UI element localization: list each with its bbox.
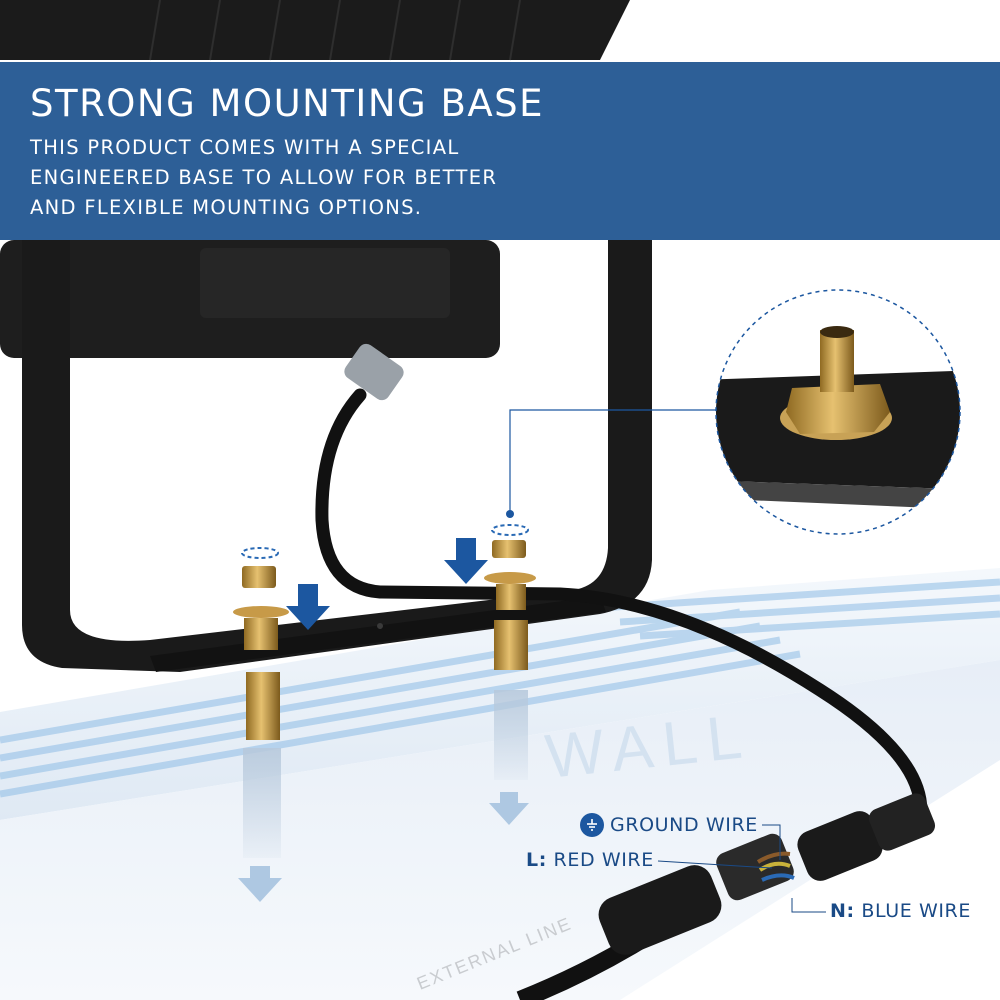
ground-icon [580,813,604,837]
arrow-down-icon [444,538,488,584]
ground-wire-text: GROUND WIRE [610,814,758,836]
title-banner [0,62,1000,240]
wall-anchors [238,690,529,902]
arrow-down-icon [489,792,529,825]
bolt-zoom-callout [506,289,961,535]
description-line: THIS PRODUCT COMES WITH A SPECIAL [30,136,460,159]
banner-description: THIS PRODUCT COMES WITH A SPECIAL ENGINE… [30,133,590,223]
arrow-down-icon [286,584,330,630]
red-wire-key: L: [526,849,547,871]
left-bolt-assembly [233,547,330,740]
blue-wire-label: N: BLUE WIRE [830,900,971,922]
wire-leader-lines [657,824,826,913]
blue-wire-key: N: [830,900,855,922]
red-wire-label: L: RED WIRE [526,849,654,871]
page-title: STRONG MOUNTING BASE [30,82,545,125]
description-line: ENGINEERED BASE TO ALLOW FOR BETTER [30,166,498,189]
right-bolt-assembly [444,524,536,670]
blue-wire-text: BLUE WIRE [861,900,971,922]
arrow-down-icon [238,866,282,902]
floodlight-housing [0,0,630,358]
ground-wire-label: GROUND WIRE [580,813,758,837]
red-wire-text: RED WIRE [553,849,654,871]
power-cable [315,343,928,827]
description-line: AND FLEXIBLE MOUNTING OPTIONS. [30,196,423,219]
